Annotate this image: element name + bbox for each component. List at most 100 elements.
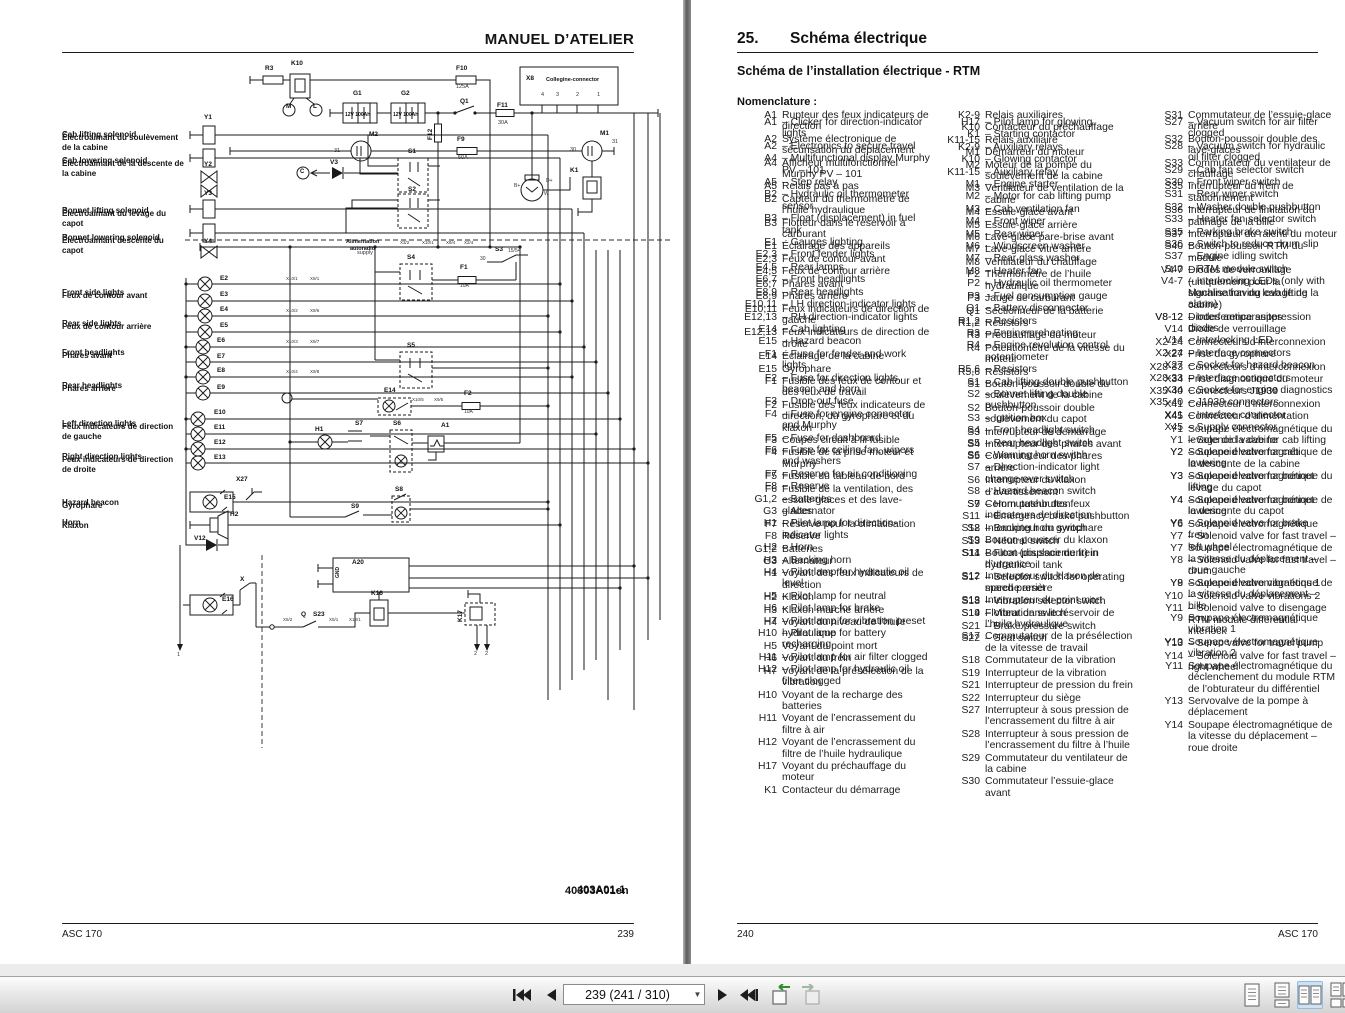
nomenclature-item: Y9– Solenoid valve vibrations 1 — [1170, 578, 1321, 590]
nomenclature-item: X45– Supply connector — [1164, 422, 1277, 434]
continuous-facing-view-button[interactable] — [1329, 981, 1345, 1009]
component-label: L — [313, 103, 317, 110]
component-label: Q — [301, 611, 307, 618]
drawing-number-over: 403A01-1 — [577, 884, 626, 896]
last-page-button[interactable] — [736, 981, 762, 1009]
continuous-view-button[interactable] — [1269, 981, 1295, 1009]
combobox-dropdown-icon[interactable]: ▼ — [693, 990, 702, 999]
next-page-button[interactable] — [710, 981, 736, 1009]
nomenclature-item: S19– Vibration switch — [961, 608, 1067, 620]
previous-view-button[interactable] — [768, 981, 794, 1009]
nomenclature-item: S27– Vacuum switch for air filter clogge… — [1164, 117, 1318, 140]
wiring-diagram-svg — [177, 66, 672, 748]
component-label: K1 — [570, 167, 579, 174]
nomenclature-item: H1– Pilot lamp for direction-indicator l… — [763, 518, 897, 541]
component-label: K17 — [457, 610, 464, 622]
nomenclature-item: F8– Reserve — [764, 481, 830, 493]
component-label: F10 — [456, 65, 468, 72]
nomenclature-item: S2– Bonnet lifting double pushbutton — [967, 388, 1088, 412]
component-label: H2 — [230, 511, 239, 518]
nomenclature-item: F1– Fuse for fender and work lights — [764, 348, 907, 372]
footer-rule — [62, 923, 634, 924]
component-label: V12 — [194, 535, 206, 542]
subsection-title: Schéma de l’installation électrique - RT… — [737, 64, 981, 78]
page-number-combobox[interactable]: 239 (241 / 310) ▼ — [563, 984, 705, 1005]
nomenclature-item: E12,13– RH direction-indicator lights — [744, 311, 918, 323]
nomenclature-item: S1– Cab lifting double pushbutton — [967, 376, 1129, 388]
component-label: 30A — [498, 120, 508, 126]
single-page-view-button[interactable] — [1239, 981, 1265, 1009]
component-label: Alimentation — [346, 239, 380, 245]
nomenclature-item: M8– Heater fan — [965, 265, 1043, 277]
component-label: 1 — [177, 652, 181, 658]
first-page-button[interactable] — [509, 981, 535, 1009]
component-label: E6 — [217, 337, 225, 344]
nomenclature-item: H4– Pilot lamp for hydraulic oil level — [763, 567, 910, 590]
document-pages: MANUEL D’ATELIER — [0, 0, 1345, 964]
continuous-facing-view-icon — [1330, 982, 1345, 1008]
component-label: S8 — [395, 486, 403, 493]
nomenclature-item: E14– Cab lighting — [758, 323, 846, 335]
component-label: R3 — [265, 65, 274, 72]
nomenclature-item: A2– Electronics to secure travel — [764, 140, 916, 152]
nomenclature-item: B2– Hydraulic oil thermometer sensor — [764, 189, 910, 212]
component-label: X9/4 — [446, 240, 456, 245]
nomenclature-item: X27– Socket for hazard beacon — [1164, 360, 1316, 372]
nomenclature-item: X34– Socket for engine diagnostics — [1164, 384, 1333, 396]
component-label: S7 — [355, 420, 363, 427]
nomenclature-item: M7– Rear glass washer — [965, 253, 1080, 265]
component-label: M — [286, 103, 292, 110]
first-page-icon — [513, 989, 531, 1001]
page-title: MANUEL D’ATELIER — [484, 31, 634, 48]
nomenclature-item: S28– Vacuum switch for hydraulic oil fil… — [1164, 140, 1326, 164]
component-label: S9 — [351, 503, 359, 510]
component-label: S23 — [313, 611, 325, 618]
nomenclature-item: S18– Vibration selector switch — [961, 595, 1106, 607]
facing-pages-view-button[interactable] — [1297, 981, 1323, 1009]
nomenclature-layer-en: S27– Vacuum switch for air filter clogge… — [1143, 117, 1337, 675]
nomenclature-item: E15– Hazard beacon — [758, 336, 862, 348]
component-label: 31 — [334, 148, 341, 154]
header-rule — [62, 52, 634, 53]
next-view-button[interactable] — [798, 981, 824, 1009]
component-label: 2 — [576, 92, 580, 98]
component-label: S3 — [495, 246, 503, 253]
component-label: Collegine-connector — [546, 77, 600, 83]
nomenclature-label: Nomenclature : — [737, 96, 818, 108]
nomenclature-item: H12– Pilot lamp for hydraulic oil filter… — [757, 664, 910, 687]
nomenclature-item: Y8– Solenoid valve for fast travel – dru… — [1170, 554, 1336, 578]
nomenclature-item: H2– Horn — [763, 542, 814, 554]
previous-page-button[interactable] — [538, 981, 564, 1009]
